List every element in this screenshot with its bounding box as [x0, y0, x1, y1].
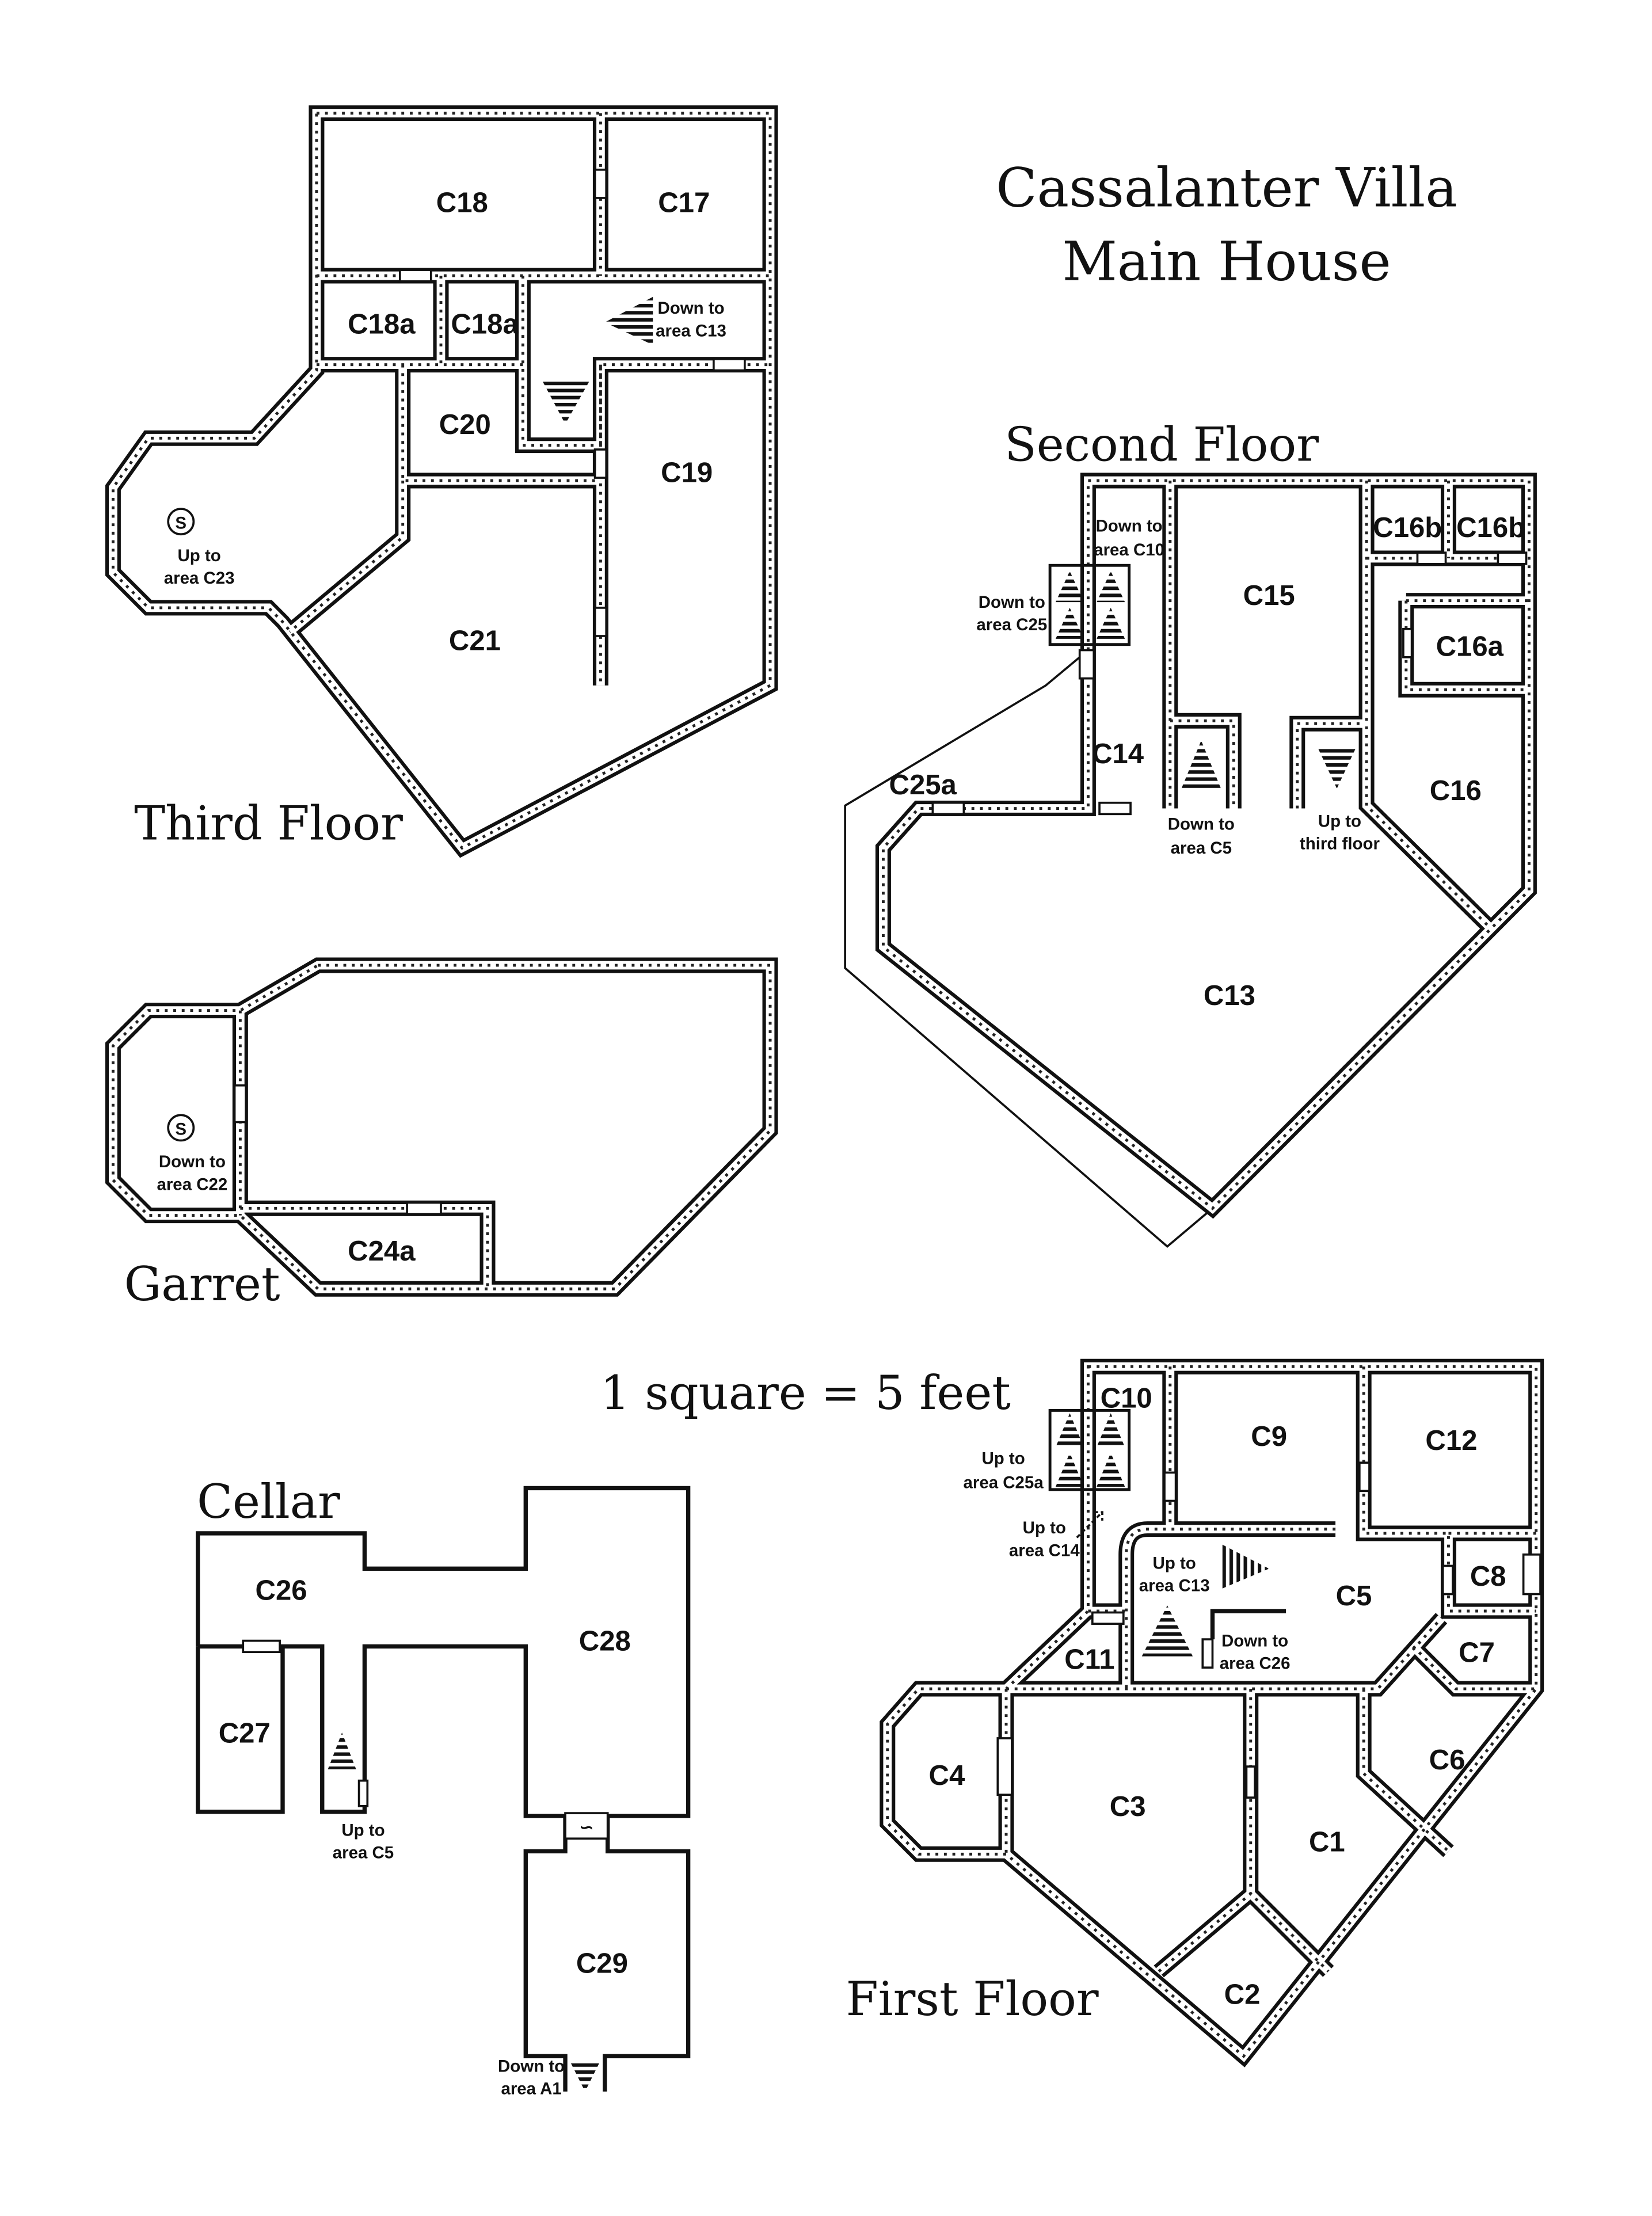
garret-plan: S C24a Down to area C22 Garret: [113, 965, 770, 1312]
floor-label-second: Second Floor: [1004, 418, 1319, 473]
secret-door-icon: [167, 508, 195, 536]
note-up-c25a: Up to: [981, 1449, 1025, 1468]
room-c2: C2: [1224, 1979, 1261, 2011]
floor-label-cellar: Cellar: [197, 1475, 340, 1529]
room-c18a: C18a: [348, 309, 416, 340]
room-c6: C6: [1429, 1745, 1466, 1776]
room-c14: C14: [1092, 738, 1144, 770]
stairs-down-icon: [1055, 571, 1084, 603]
stairs-up-icon: [1055, 1453, 1084, 1487]
secret-door-symbol: S: [175, 513, 186, 532]
stairs-up-icon: [1097, 1453, 1125, 1487]
stairs-down-icon: [570, 2063, 599, 2092]
room-c24a: C24a: [348, 1236, 416, 1267]
room-c3: C3: [1110, 1791, 1146, 1822]
stairs-up-icon: [1055, 1413, 1084, 1448]
room-c16b: C16b: [1456, 512, 1525, 543]
note-up-third: Up to: [1318, 812, 1361, 831]
room-c26: C26: [256, 1575, 307, 1606]
room-c5: C5: [1336, 1581, 1372, 1612]
room-c11: C11: [1064, 1644, 1114, 1676]
room-c18: C18: [436, 187, 488, 218]
stairs-down-icon: [1141, 1605, 1193, 1657]
room-c16: C16: [1430, 775, 1482, 806]
note-down-c22: Down to: [159, 1152, 226, 1171]
room-c21: C21: [449, 626, 501, 657]
room-c16b: C16b: [1373, 512, 1442, 543]
stairs-down-icon: [1097, 607, 1125, 639]
third-floor-plan: S C18 C17 C18a C18a C20 C19 C21 Down to …: [113, 113, 770, 851]
room-c25a: C25a: [889, 770, 957, 801]
note-down-c22: area C22: [157, 1175, 227, 1194]
room-c20: C20: [439, 409, 491, 440]
stairs-down-icon: [1097, 571, 1125, 603]
note-down-c25: area C25: [976, 615, 1047, 634]
note-up-c13: area C13: [1139, 1577, 1210, 1596]
room-c15: C15: [1243, 580, 1295, 611]
stairs-up-icon: [1097, 1413, 1125, 1448]
note-up-c23: area C23: [164, 569, 235, 588]
room-c27: C27: [219, 1718, 271, 1749]
note-down-a1: Down to: [498, 2057, 565, 2076]
room-c16a: C16a: [1436, 631, 1504, 662]
stairs-down-icon: [604, 296, 653, 345]
room-c7: C7: [1459, 1637, 1495, 1668]
note-up-c14: area C14: [1009, 1541, 1080, 1560]
floor-label-first: First Floor: [846, 1973, 1099, 2027]
floor-label-garret: Garret: [124, 1258, 280, 1312]
secret-door-icon: [167, 1114, 195, 1142]
note-up-c14: Up to: [1023, 1518, 1066, 1537]
map-title-line2: Main House: [1062, 230, 1391, 293]
room-c13: C13: [1204, 980, 1255, 1011]
note-down-c10: Down to: [1096, 516, 1163, 535]
room-c8: C8: [1470, 1561, 1506, 1592]
room-c4: C4: [929, 1760, 965, 1791]
note-down-a1: area A1: [501, 2080, 561, 2099]
note-up-third: third floor: [1300, 835, 1380, 854]
first-floor-plan: C10 C9 C12 C8 C5 C11 C7 C4 C6 C3 C1 C2 U…: [846, 1366, 1540, 2056]
stairs-down-icon: [1181, 740, 1221, 789]
note-down-c13: area C13: [656, 322, 726, 341]
arrow-icon: [1076, 1511, 1103, 1539]
room-c12: C12: [1425, 1425, 1477, 1456]
note-up-c5: Up to: [341, 1821, 385, 1840]
room-c10: C10: [1101, 1383, 1152, 1414]
note-up-c5: area C5: [333, 1844, 394, 1863]
map-title-line1: Cassalanter Villa: [996, 157, 1457, 220]
room-c9: C9: [1251, 1421, 1287, 1452]
secret-door-symbol: ∽: [580, 1818, 594, 1837]
stairs-up-icon: [1317, 746, 1357, 789]
note-down-c25: Down to: [979, 593, 1045, 612]
room-c28: C28: [579, 1626, 631, 1657]
note-up-c25a: area C25a: [964, 1473, 1044, 1492]
room-c29: C29: [576, 1948, 628, 1979]
secret-door-symbol: S: [175, 1120, 186, 1139]
stairs-up-icon: [1222, 1544, 1269, 1589]
stairs-up-icon: [328, 1733, 356, 1769]
floor-label-third: Third Floor: [134, 797, 403, 851]
note-down-c26: area C26: [1220, 1654, 1291, 1673]
room-c1: C1: [1309, 1826, 1345, 1857]
note-up-c13: Up to: [1153, 1554, 1196, 1572]
stairs-down-icon: [541, 379, 591, 424]
room-c17: C17: [658, 187, 710, 218]
note-down-c13: Down to: [657, 299, 724, 318]
note-down-c5: Down to: [1168, 814, 1235, 833]
note-up-c23: Up to: [178, 546, 221, 565]
note-down-c10: area C10: [1094, 540, 1164, 559]
second-floor-plan: C15 C16b C16b C16a C14 C25a C16 C13 Down…: [844, 418, 1529, 1248]
scale-note: 1 square = 5 feet: [600, 1366, 1011, 1421]
stairs-down-icon: [1055, 607, 1084, 639]
room-c19: C19: [661, 457, 713, 488]
note-down-c26: Down to: [1221, 1631, 1288, 1650]
cellar-plan: ∽ C26 C28 C27 C29 Up to area C5 Down to …: [196, 1475, 691, 2099]
room-c18a: C18a: [451, 309, 519, 340]
note-down-c5: area C5: [1171, 839, 1232, 858]
